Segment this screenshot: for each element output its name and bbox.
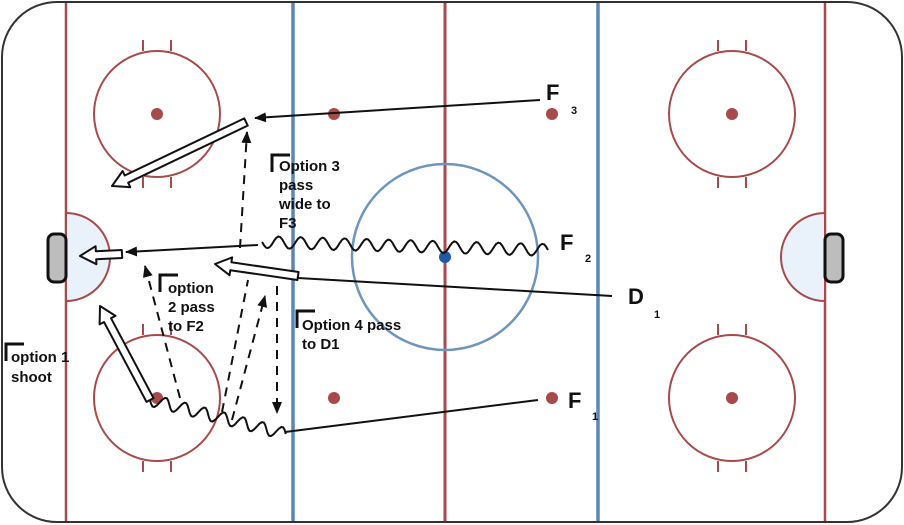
f1-skating-path bbox=[149, 396, 287, 438]
faceoff-circle-right-bottom bbox=[668, 324, 796, 472]
hollow-arrow-option1-shot bbox=[98, 305, 155, 403]
player-f1-sub: 1 bbox=[592, 411, 598, 423]
option3-pass-line bbox=[239, 131, 252, 249]
hollow-arrow-to-crease bbox=[79, 245, 124, 266]
option2-text: option 2 pass to F2 bbox=[168, 280, 219, 335]
d1-skating-path bbox=[297, 277, 613, 297]
faceoff-circle-left-top bbox=[93, 40, 221, 188]
player-f2-label: F bbox=[560, 230, 573, 255]
option-label-brackets bbox=[4, 153, 315, 361]
center-faceoff-dot bbox=[439, 251, 451, 263]
hollow-arrow-f3-to-slot bbox=[111, 117, 249, 189]
f3-skating-path bbox=[254, 99, 541, 123]
option2-pass-line-b bbox=[231, 295, 268, 421]
dashed-pass-options bbox=[142, 131, 282, 421]
pass-to-net-line bbox=[125, 244, 259, 257]
option3-text: Option 3 pass wide to F3 bbox=[278, 158, 344, 232]
player-f3-label: F bbox=[546, 80, 559, 105]
faceoff-circle-left-bottom bbox=[93, 324, 221, 472]
player-d1-sub: 1 bbox=[654, 309, 660, 321]
option2-pass-line-a bbox=[142, 265, 181, 399]
player-d1-label: D bbox=[628, 284, 644, 309]
faceoff-circle-right-top bbox=[668, 40, 796, 188]
player-f2-sub: 2 bbox=[585, 253, 591, 265]
f1-drive-line bbox=[284, 399, 539, 433]
option1-text: option 1 shoot bbox=[11, 349, 74, 386]
option2-pass-line-c bbox=[221, 279, 249, 413]
hollow-arrow-d1-pinch bbox=[214, 256, 300, 281]
player-f1-label: F bbox=[568, 388, 581, 413]
right-goal-crease bbox=[780, 211, 826, 303]
f2-skating-path bbox=[261, 235, 549, 257]
right-goal-net bbox=[823, 232, 845, 284]
player-f3-sub: 3 bbox=[571, 105, 577, 117]
left-goal-net bbox=[46, 232, 68, 284]
option4-text: Option 4 pass to D1 bbox=[302, 317, 405, 353]
center-circle bbox=[350, 162, 540, 352]
